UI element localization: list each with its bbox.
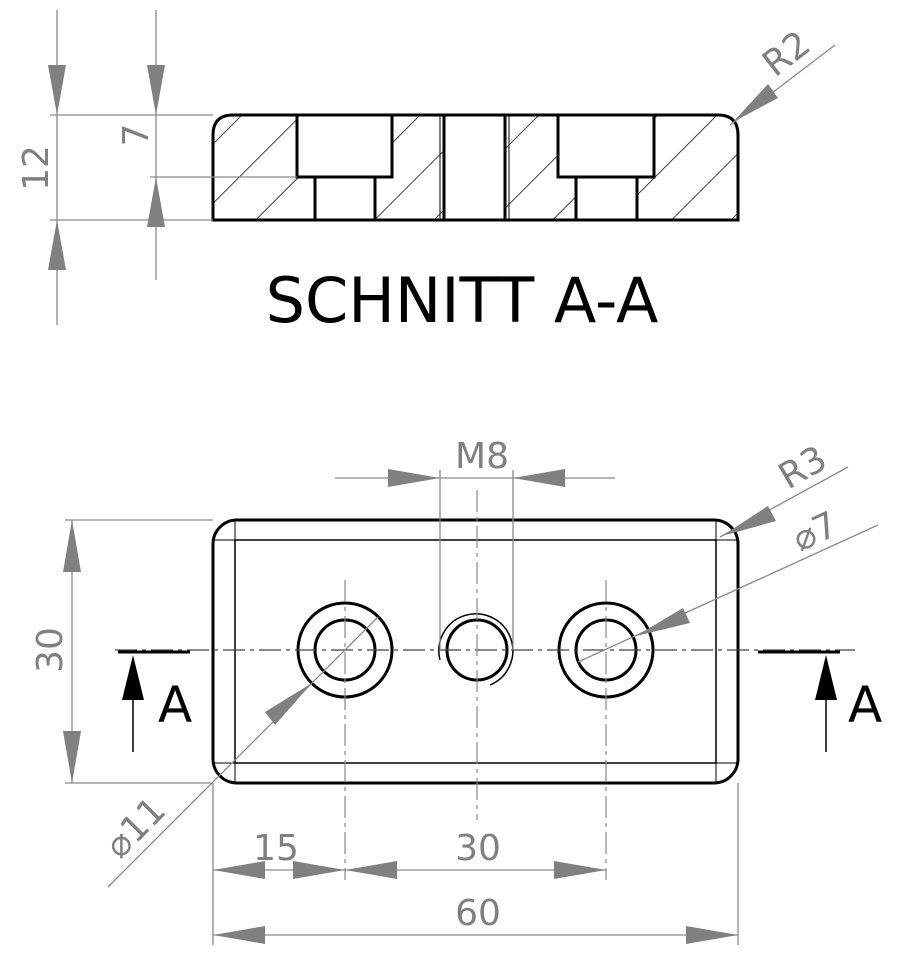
section-title: SCHNITT A-A [266, 264, 659, 337]
dim-height: 12 [16, 145, 57, 191]
radius-r2: R2 [755, 23, 818, 85]
hole-diameter: ⌀7 [786, 504, 844, 560]
dim-spacing: 30 [455, 828, 501, 869]
plan-view: A A 30 M8 R3 ⌀7 ⌀11 15 30 60 [30, 436, 882, 945]
radius-r3: R3 [772, 438, 834, 497]
dim-length: 60 [455, 893, 501, 934]
cut-label-left: A [158, 676, 192, 734]
cut-label-right: A [848, 676, 882, 734]
dim-offset: 15 [253, 828, 299, 869]
counterbore-diameter: ⌀11 [97, 790, 174, 867]
thread-label: M8 [455, 436, 509, 477]
section-view: 12 7 R2 SCHNITT A-A [16, 10, 836, 337]
dim-counterbore-depth: 7 [116, 124, 157, 147]
dim-width: 30 [30, 627, 71, 673]
